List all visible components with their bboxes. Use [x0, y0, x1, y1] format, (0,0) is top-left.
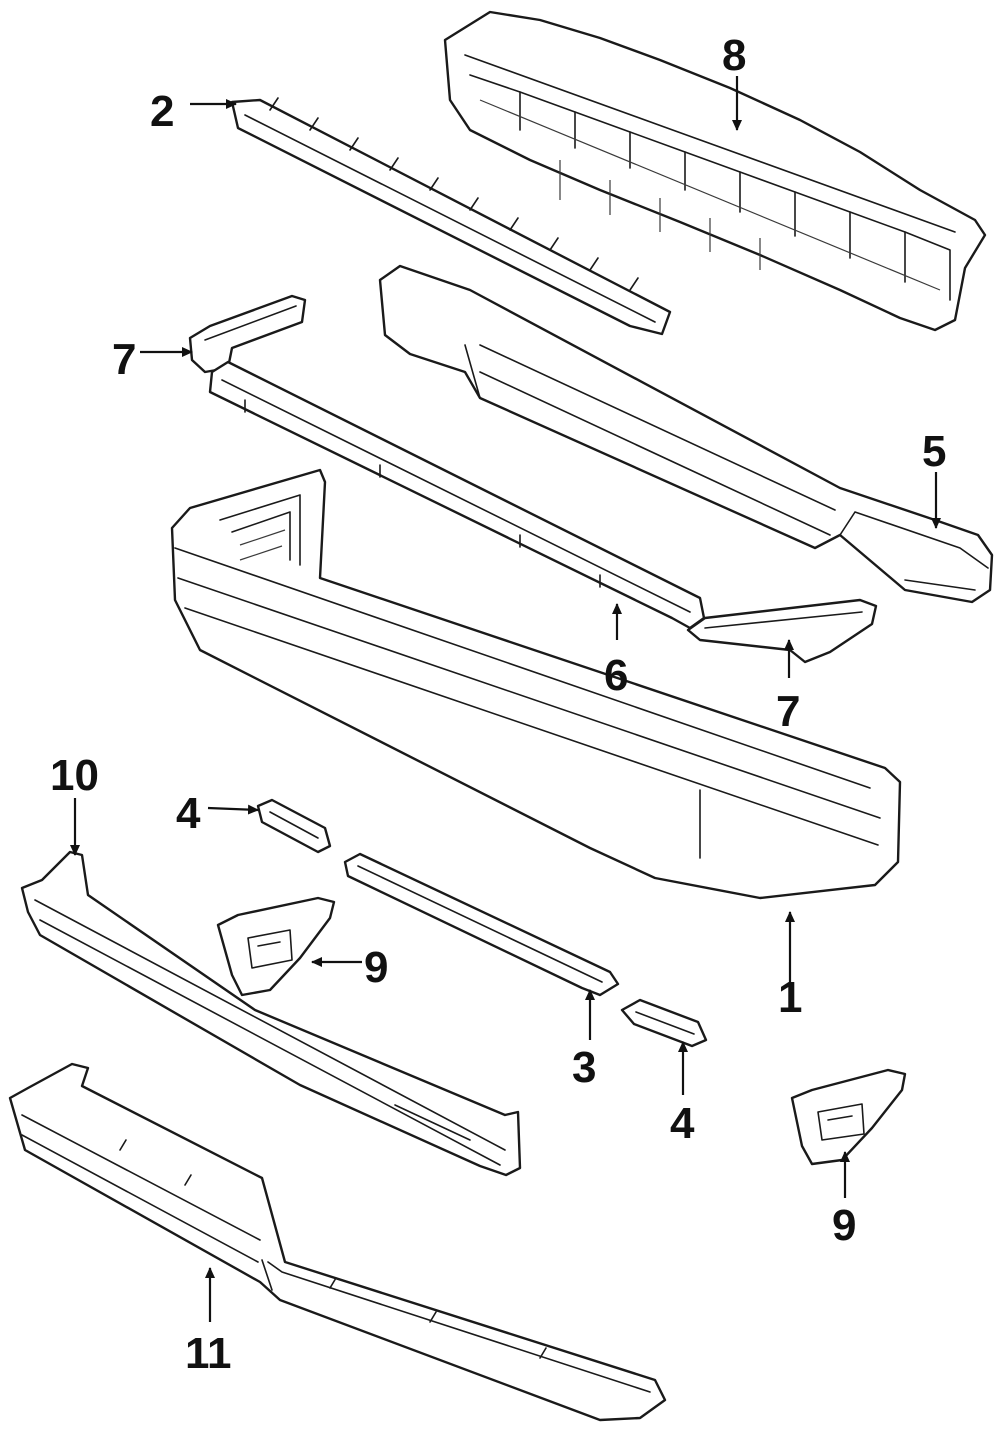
- part-4-upper-bracket: [256, 798, 332, 854]
- callout-labels: 1 2 3 4 4 5 6 7 7 8 9 9 10 11: [50, 31, 946, 1378]
- callout-4b: 4: [670, 1099, 695, 1148]
- callout-7b: 7: [776, 687, 800, 736]
- leader-4a: [207, 804, 259, 815]
- part-1-main-bumper-cover: [170, 468, 902, 900]
- part-3-center-strip: [343, 852, 620, 997]
- leader-lines: [70, 76, 941, 1322]
- part-5-upper-bumper-cover: [378, 264, 994, 604]
- callout-8: 8: [722, 31, 746, 80]
- callout-9a: 9: [364, 943, 388, 992]
- callout-7a: 7: [112, 335, 136, 384]
- callout-9b: 9: [832, 1201, 856, 1250]
- part-9-upper-mounting-bracket: [216, 896, 336, 997]
- part-4-lower-bracket: [620, 998, 708, 1048]
- callout-3: 3: [572, 1043, 596, 1092]
- part-9-lower-mounting-bracket: [790, 1068, 907, 1166]
- part-7-right-end-bracket: [686, 598, 878, 664]
- part-2-molding-strip: [230, 97, 672, 336]
- callout-2: 2: [150, 87, 174, 136]
- callout-10: 10: [50, 751, 99, 800]
- callout-4a: 4: [176, 789, 201, 838]
- part-7-left-end-bracket: [188, 294, 307, 374]
- callout-5: 5: [922, 427, 946, 476]
- part-6-reinforcement-bar: [208, 360, 706, 630]
- callout-11: 11: [185, 1329, 232, 1378]
- callout-1: 1: [778, 973, 802, 1022]
- part-8-energy-absorber: [443, 10, 987, 332]
- part-11-lower-spoiler: [8, 1062, 667, 1422]
- callout-6: 6: [604, 651, 628, 700]
